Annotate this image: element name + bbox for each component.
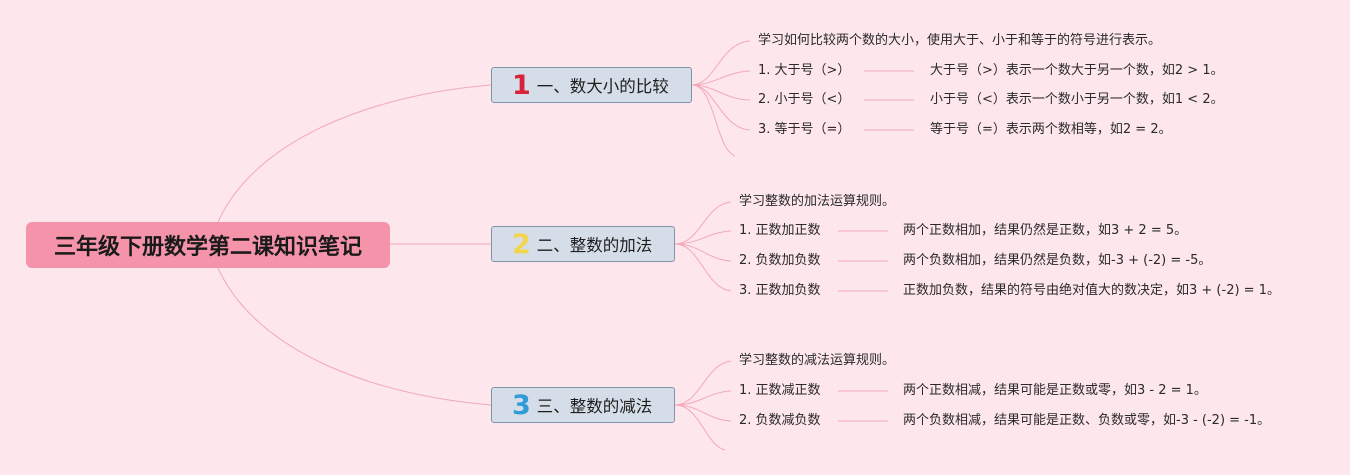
topic-intro: 学习整数的加法运算规则。 <box>739 194 896 209</box>
connector-t2-item-3 <box>674 243 732 292</box>
connector-t1-intro <box>691 40 751 86</box>
connector-t1-tail <box>691 84 736 157</box>
item-label: 2. 小于号（<） <box>758 92 851 107</box>
topic-node-subtraction[interactable]: 3 三、整数的减法 <box>491 387 675 423</box>
connector-t3-item-2 <box>674 404 732 422</box>
item-detail: 两个负数相加，结果仍然是负数，如-3 + (-2) = -5。 <box>903 253 1212 268</box>
item-detail: 等于号（=）表示两个数相等，如2 = 2。 <box>930 122 1172 137</box>
connector-t1-item-2 <box>691 84 751 101</box>
connector-root-topic-3 <box>217 267 492 406</box>
topic-intro: 学习如何比较两个数的大小，使用大于、小于和等于的符号进行表示。 <box>758 33 1162 48</box>
topic-node-compare[interactable]: 1 一、数大小的比较 <box>491 67 692 103</box>
item-detail: 两个负数相减，结果可能是正数、负数或零，如-3 - (-2) = -1。 <box>903 413 1271 428</box>
item-label: 1. 正数减正数 <box>739 383 821 398</box>
connector-t3-item-1 <box>674 390 732 406</box>
topic-label: 三、整数的减法 <box>536 397 653 416</box>
number-2-icon: 2 <box>512 228 531 260</box>
item-detail: 两个正数相加，结果仍然是正数，如3 + 2 = 5。 <box>903 223 1188 238</box>
connector-t2-intro <box>674 201 732 245</box>
topic-node-addition[interactable]: 2 二、整数的加法 <box>491 226 675 262</box>
root-title: 三年级下册数学第二课知识笔记 <box>53 235 362 260</box>
item-label: 2. 负数加负数 <box>739 253 821 268</box>
root-node[interactable]: 三年级下册数学第二课知识笔记 <box>26 222 390 268</box>
item-label: 2. 负数减负数 <box>739 413 821 428</box>
item-label: 1. 正数加正数 <box>739 223 821 238</box>
connector-t2-item-2 <box>674 243 732 262</box>
item-label: 3. 正数加负数 <box>739 283 821 298</box>
connector-t3-intro <box>674 360 732 406</box>
connector-t2-item-1 <box>674 230 732 245</box>
item-detail: 小于号（<）表示一个数小于另一个数，如1 < 2。 <box>930 92 1224 107</box>
topic-label: 二、整数的加法 <box>536 236 653 255</box>
connector-t1-item-3 <box>691 84 751 131</box>
item-detail: 大于号（>）表示一个数大于另一个数，如2 > 1。 <box>930 63 1224 78</box>
number-3-icon: 3 <box>512 389 531 421</box>
item-label: 1. 大于号（>） <box>758 63 851 78</box>
connector-t3-tail <box>674 404 726 451</box>
topic-label: 一、数大小的比较 <box>536 77 669 96</box>
item-detail: 正数加负数，结果的符号由绝对值大的数决定，如3 + (-2) = 1。 <box>903 283 1280 298</box>
item-detail: 两个正数相减，结果可能是正数或零，如3 - 2 = 1。 <box>903 383 1207 398</box>
item-label: 3. 等于号（=） <box>758 122 851 137</box>
connector-t1-item-1 <box>691 70 751 86</box>
topic-intro: 学习整数的减法运算规则。 <box>739 353 896 368</box>
connector-root-topic-1 <box>217 84 492 223</box>
number-1-icon: 1 <box>512 69 531 101</box>
